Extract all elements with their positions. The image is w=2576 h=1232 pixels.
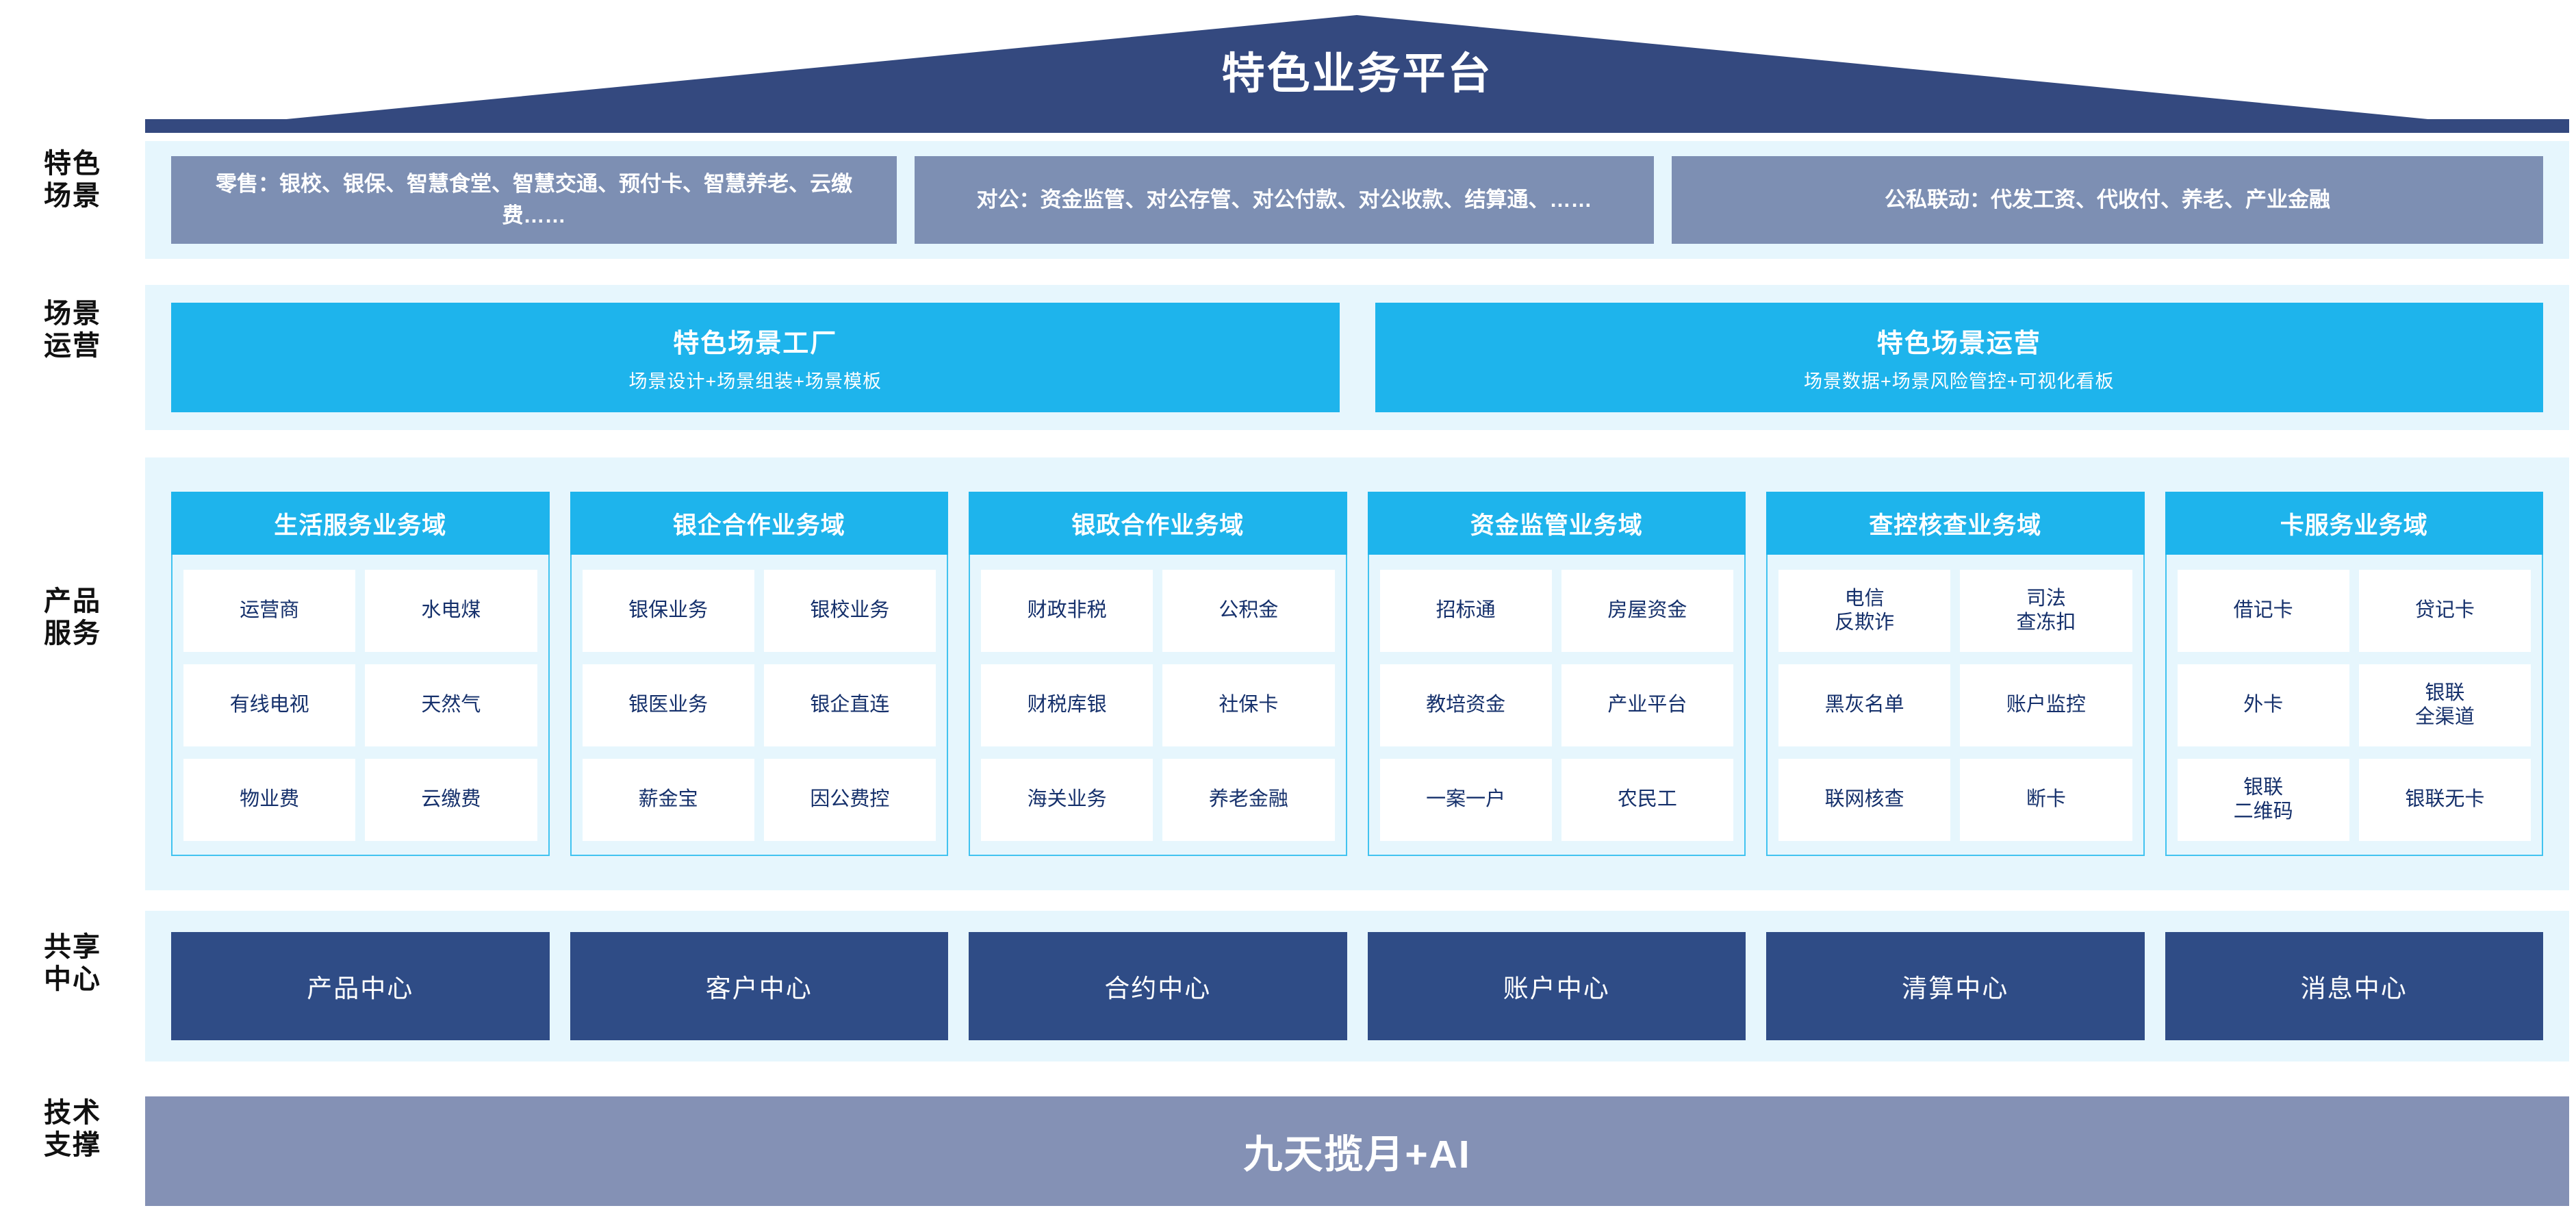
domain-item[interactable]: 电信 反欺诈 xyxy=(1778,570,1951,652)
row-label-rail: 特色 场景 场景 运营 产品 服务 共享 中心 技术 支撑 xyxy=(0,0,145,1232)
scenario-box-corporate[interactable]: 对公：资金监管、对公存管、对公付款、对公收款、结算通、…… xyxy=(915,156,1654,244)
domain-item[interactable]: 房屋资金 xyxy=(1561,570,1733,652)
tech-support-bar[interactable]: 九天揽月+AI xyxy=(145,1096,2569,1206)
domain-title: 银政合作业务域 xyxy=(969,492,1347,555)
shared-center-message[interactable]: 消息中心 xyxy=(2165,932,2543,1040)
domain-item[interactable]: 黑灰名单 xyxy=(1778,664,1951,746)
domain-item[interactable]: 银联无卡 xyxy=(2358,759,2531,841)
page-title: 特色业务平台 xyxy=(1221,50,1493,98)
domain-item[interactable]: 有线电视 xyxy=(183,664,356,746)
domain-item[interactable]: 一案一户 xyxy=(1379,759,1552,841)
scenario-band: 零售：银校、银保、智慧食堂、智慧交通、预付卡、智慧养老、云缴费…… 对公：资金监… xyxy=(145,141,2569,259)
domain-column-investigation-control[interactable]: 查控核查业务域 电信 反欺诈 司法 查冻扣 黑灰名单 账户监控 联网核查 断卡 xyxy=(1766,492,2145,856)
domain-item[interactable]: 财政非税 xyxy=(981,570,1153,652)
operations-box-scene-operation[interactable]: 特色场景运营 场景数据+场景风险管控+可视化看板 xyxy=(1375,303,2543,412)
operations-title: 特色场景运营 xyxy=(1876,329,2041,358)
domain-title: 资金监管业务域 xyxy=(1367,492,1746,555)
domain-item[interactable]: 账户监控 xyxy=(1960,664,2132,746)
domain-item[interactable]: 物业费 xyxy=(183,759,356,841)
rail-label-shared: 共享 中心 xyxy=(44,932,101,995)
rail-label-products: 产品 服务 xyxy=(44,586,101,649)
domain-item[interactable]: 天然气 xyxy=(365,664,537,746)
rail-label-operations: 场景 运营 xyxy=(44,299,101,362)
domain-item[interactable]: 银联 二维码 xyxy=(2177,759,2349,841)
platform-roof: 特色业务平台 xyxy=(145,15,2569,133)
domain-column-life-service[interactable]: 生活服务业务域 运营商 水电煤 有线电视 天然气 物业费 云缴费 xyxy=(171,492,550,856)
shared-center-customer[interactable]: 客户中心 xyxy=(570,932,948,1040)
domain-item[interactable]: 司法 查冻扣 xyxy=(1960,570,2132,652)
domain-item[interactable]: 农民工 xyxy=(1561,759,1733,841)
domain-item[interactable]: 海关业务 xyxy=(981,759,1153,841)
domain-item[interactable]: 银医业务 xyxy=(582,664,754,746)
domain-item[interactable]: 断卡 xyxy=(1960,759,2132,841)
operations-box-scene-factory[interactable]: 特色场景工厂 场景设计+场景组装+场景模板 xyxy=(171,303,1340,412)
domain-item-grid: 运营商 水电煤 有线电视 天然气 物业费 云缴费 xyxy=(173,555,548,855)
domain-title: 查控核查业务域 xyxy=(1766,492,2145,555)
shared-center-account[interactable]: 账户中心 xyxy=(1367,932,1746,1040)
shared-center-product[interactable]: 产品中心 xyxy=(171,932,550,1040)
domain-item[interactable]: 招标通 xyxy=(1379,570,1552,652)
rail-label-tech: 技术 支撑 xyxy=(44,1098,101,1161)
domain-item[interactable]: 银校业务 xyxy=(763,570,936,652)
domain-item[interactable]: 财税库银 xyxy=(981,664,1153,746)
domain-item[interactable]: 薪金宝 xyxy=(582,759,754,841)
operations-subtitle: 场景数据+场景风险管控+可视化看板 xyxy=(1803,371,2115,392)
shared-center-band: 产品中心 客户中心 合约中心 账户中心 清算中心 消息中心 xyxy=(145,911,2569,1061)
domain-item[interactable]: 银企直连 xyxy=(763,664,936,746)
domain-item[interactable]: 因公费控 xyxy=(763,759,936,841)
shared-center-clearing[interactable]: 清算中心 xyxy=(1766,932,2145,1040)
domain-title: 生活服务业务域 xyxy=(171,492,550,555)
operations-title: 特色场景工厂 xyxy=(673,329,838,358)
domain-item-grid: 招标通 房屋资金 教培资金 产业平台 一案一户 农民工 xyxy=(1369,555,1745,855)
domain-item[interactable]: 产业平台 xyxy=(1561,664,1733,746)
domain-item-grid: 电信 反欺诈 司法 查冻扣 黑灰名单 账户监控 联网核查 断卡 xyxy=(1768,555,2143,855)
domain-item[interactable]: 联网核查 xyxy=(1778,759,1951,841)
domain-item[interactable]: 公积金 xyxy=(1162,570,1335,652)
domain-item-grid: 借记卡 贷记卡 外卡 银联 全渠道 银联 二维码 银联无卡 xyxy=(2167,555,2542,855)
operations-band: 特色场景工厂 场景设计+场景组装+场景模板 特色场景运营 场景数据+场景风险管控… xyxy=(145,285,2569,430)
domain-column-fund-supervision[interactable]: 资金监管业务域 招标通 房屋资金 教培资金 产业平台 一案一户 农民工 xyxy=(1367,492,1746,856)
scenario-box-public-private[interactable]: 公私联动：代发工资、代收付、养老、产业金融 xyxy=(1672,156,2543,244)
domain-item-grid: 财政非税 公积金 财税库银 社保卡 海关业务 养老金融 xyxy=(970,555,1346,855)
domain-item[interactable]: 银保业务 xyxy=(582,570,754,652)
domain-column-card-service[interactable]: 卡服务业务域 借记卡 贷记卡 外卡 银联 全渠道 银联 二维码 银联无卡 xyxy=(2165,492,2543,856)
domain-item[interactable]: 借记卡 xyxy=(2177,570,2349,652)
domain-item[interactable]: 外卡 xyxy=(2177,664,2349,746)
domain-title: 卡服务业务域 xyxy=(2165,492,2543,555)
domain-item[interactable]: 社保卡 xyxy=(1162,664,1335,746)
product-service-band: 生活服务业务域 运营商 水电煤 有线电视 天然气 物业费 云缴费 银企合作业务域… xyxy=(145,457,2569,890)
shared-center-contract[interactable]: 合约中心 xyxy=(969,932,1347,1040)
domain-item[interactable]: 银联 全渠道 xyxy=(2358,664,2531,746)
domain-column-bank-government[interactable]: 银政合作业务域 财政非税 公积金 财税库银 社保卡 海关业务 养老金融 xyxy=(969,492,1347,856)
domain-item[interactable]: 水电煤 xyxy=(365,570,537,652)
domain-item[interactable]: 贷记卡 xyxy=(2358,570,2531,652)
domain-item[interactable]: 运营商 xyxy=(183,570,356,652)
rail-label-scenario: 特色 场景 xyxy=(44,149,101,212)
domain-item[interactable]: 云缴费 xyxy=(365,759,537,841)
scenario-box-retail[interactable]: 零售：银校、银保、智慧食堂、智慧交通、预付卡、智慧养老、云缴费…… xyxy=(171,156,897,244)
operations-subtitle: 场景设计+场景组装+场景模板 xyxy=(628,371,882,392)
domain-item[interactable]: 教培资金 xyxy=(1379,664,1552,746)
roof-shape-icon xyxy=(145,15,2569,133)
domain-item-grid: 银保业务 银校业务 银医业务 银企直连 薪金宝 因公费控 xyxy=(572,555,947,855)
domain-title: 银企合作业务域 xyxy=(570,492,948,555)
domain-column-bank-enterprise[interactable]: 银企合作业务域 银保业务 银校业务 银医业务 银企直连 薪金宝 因公费控 xyxy=(570,492,948,856)
domain-item[interactable]: 养老金融 xyxy=(1162,759,1335,841)
